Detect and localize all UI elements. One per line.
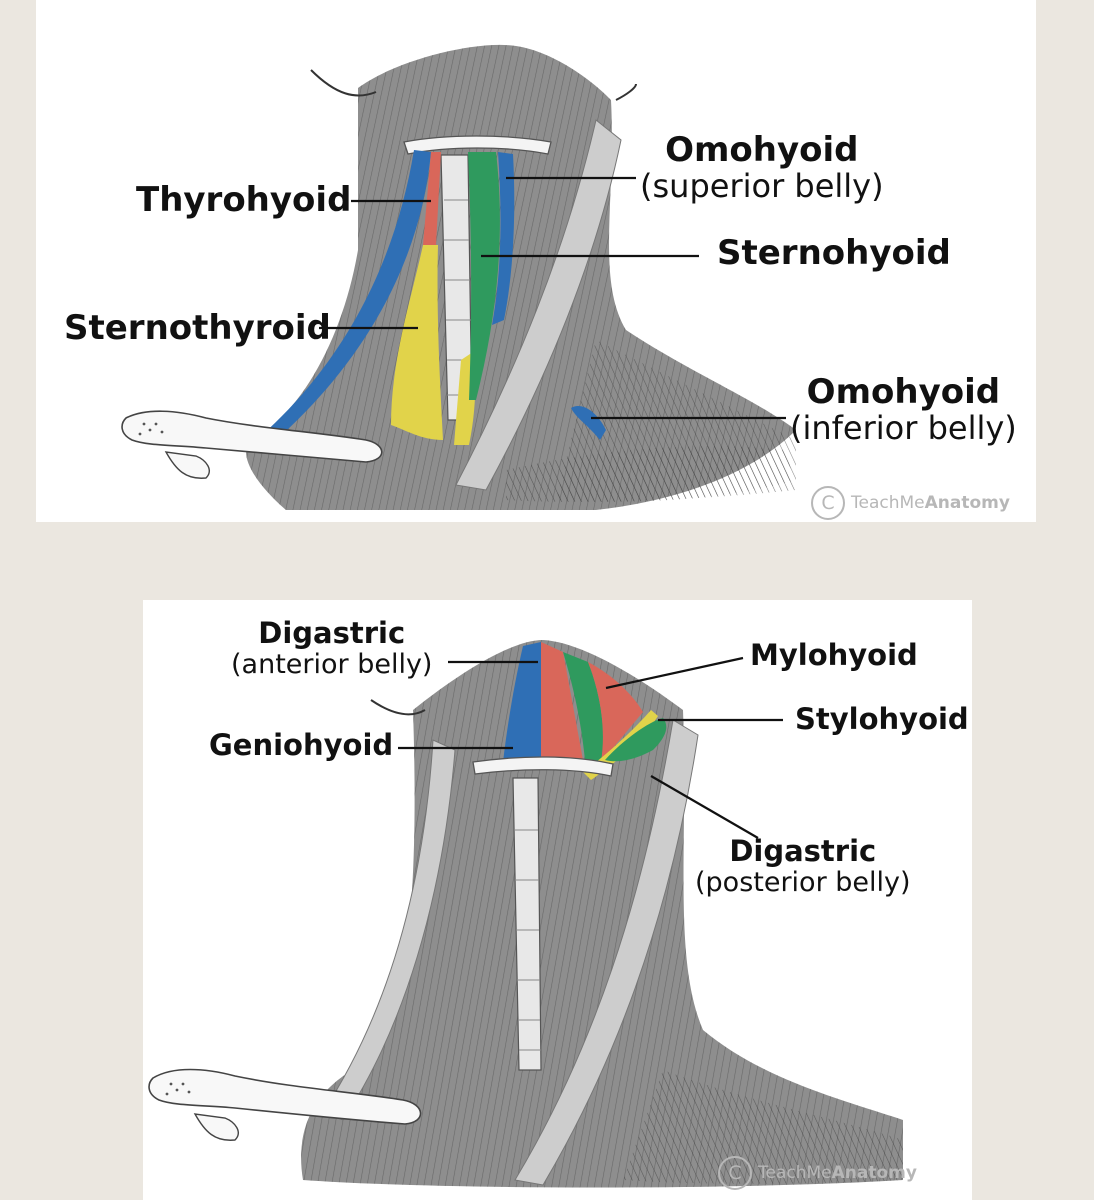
label-omohyoid-inferior: Omohyoid (inferior belly) — [790, 372, 1017, 448]
digastric-anterior-muscle — [541, 642, 583, 760]
copyright-icon: C — [811, 486, 845, 520]
sternothyroid-muscle — [391, 245, 443, 440]
clavicle — [148, 1068, 422, 1125]
geniohyoid-muscle — [503, 642, 541, 762]
infrahyoid-neck-illustration — [121, 44, 797, 511]
suprahyoid-muscles-figure: Digastric (anterior belly) Mylohyoid Sty… — [143, 600, 972, 1200]
digastric-posterior-muscle — [605, 718, 667, 762]
label-omohyoid-superior: Omohyoid (superior belly) — [640, 130, 884, 206]
infrahyoid-muscles-figure: Thyrohyoid Sternothyroid Omohyoid (super… — [36, 0, 1036, 522]
sternocleidomastoid — [455, 119, 622, 491]
label-stylohyoid: Stylohyoid — [795, 702, 969, 736]
leader-lines — [398, 656, 783, 839]
omohyoid-left-muscle — [250, 150, 431, 452]
suprahyoid-neck-illustration — [148, 640, 903, 1188]
clavicle — [121, 410, 383, 463]
omohyoid-right-muscle — [492, 152, 515, 325]
leader-lines — [319, 176, 786, 420]
label-geniohyoid: Geniohyoid — [209, 728, 394, 762]
mylohyoid-muscle — [563, 652, 604, 762]
jaw-outline — [310, 69, 377, 97]
thyrohyoid-muscle — [423, 152, 441, 245]
hyoid-bone — [472, 756, 614, 777]
omohyoid-inferior-muscle — [571, 406, 606, 440]
trachea — [512, 777, 542, 1071]
hyoid-bone — [403, 135, 552, 155]
label-sternohyoid: Sternohyoid — [717, 233, 951, 273]
sternocleidomastoid — [514, 719, 699, 1186]
copyright-icon: C — [718, 1156, 752, 1190]
jaw-outline — [370, 699, 426, 716]
label-digastric-posterior: Digastric (posterior belly) — [695, 834, 911, 898]
label-sternothyroid: Sternothyroid — [64, 308, 331, 348]
label-mylohyoid: Mylohyoid — [750, 638, 918, 672]
label-digastric-anterior: Digastric (anterior belly) — [231, 616, 433, 680]
label-thyrohyoid: Thyrohyoid — [136, 180, 352, 220]
sternohyoid-muscle — [468, 152, 500, 400]
